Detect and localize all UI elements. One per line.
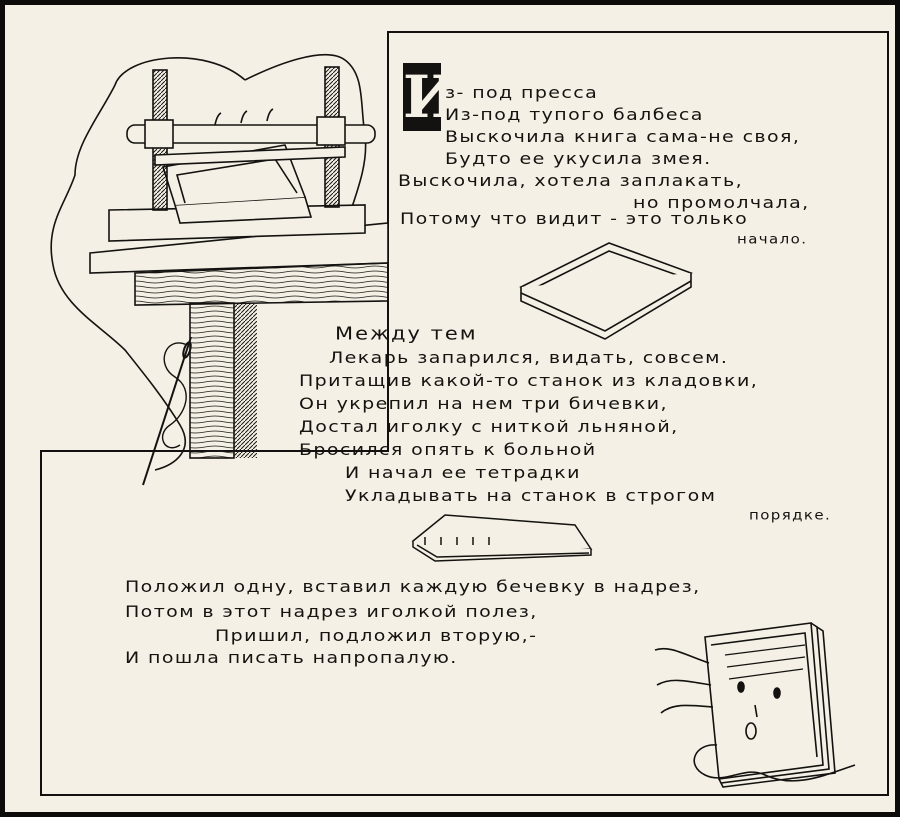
stanza-heading: Между тем <box>335 323 478 344</box>
book-character <box>654 622 856 788</box>
thread-top <box>244 53 367 266</box>
verse-line: Пришил, подложил вторую,- <box>215 626 538 646</box>
verse-line: Из-под тупого балбеса <box>445 105 704 125</box>
verse-line: но промолчала, <box>633 193 810 213</box>
verse-line: начало. <box>737 231 808 247</box>
drop-cap: И <box>403 63 458 131</box>
verse-line: Выскочила, хотела заплакать, <box>398 171 744 191</box>
verse-line: Бросился опять к больной <box>299 440 597 460</box>
thread-curl <box>50 57 246 471</box>
verse-line: Укладывать на станок в строгом <box>345 486 717 506</box>
verse-line: порядке. <box>749 507 832 523</box>
verse-line: Лекарь запарился, видать, совсем. <box>329 348 729 368</box>
verse-line: Положил одну, вставил каждую бечевку в н… <box>125 577 701 597</box>
verse-line: Притащив какой-то станок из кладовки, <box>299 371 759 391</box>
flat-book-icon <box>519 242 693 340</box>
verse-line: Будто ее укусила змея. <box>445 149 712 169</box>
verse-line: Потом в этот надрез иголкой полез, <box>125 602 538 622</box>
verse-line: з- под пресса <box>445 83 599 103</box>
verse-line: Он укрепил на нем три бичевки, <box>299 394 668 414</box>
verse-line: Выскочила книга сама-не своя, <box>445 127 801 147</box>
verse-line: И начал ее тетрадки <box>345 463 581 483</box>
verse-line: Достал иголку с ниткой льняной, <box>299 417 679 437</box>
book-press <box>89 66 389 459</box>
page-illustrations <box>40 31 889 796</box>
verse-line: И пошла писать напропалую. <box>125 648 458 668</box>
needle-icon <box>142 336 192 486</box>
verse-line: Потому что видит - это только <box>400 209 749 229</box>
signature-stack-icon <box>411 514 593 562</box>
